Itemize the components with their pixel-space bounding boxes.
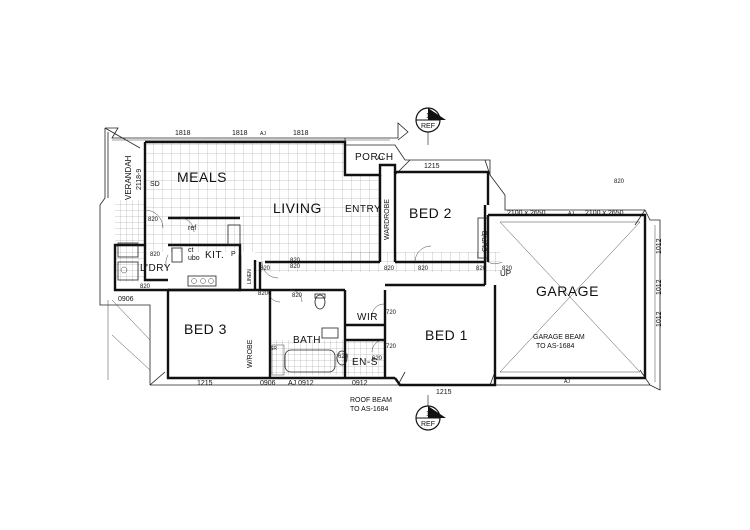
room-label-wrobe: W/ROBE — [247, 339, 254, 368]
label-sr: SR — [270, 346, 277, 352]
room-label-porch: PORCH — [355, 152, 394, 163]
door-label: 720 — [386, 344, 397, 350]
dim-garage-door-2: 2100 x 2650 — [585, 210, 624, 217]
room-label-kitchen: KIT. — [205, 250, 224, 261]
dimension-labels: 1818 1818 AJ 1818 1215 2100 x 2650 AJ 21… — [118, 130, 663, 396]
dim-top-3: 1818 — [293, 130, 309, 137]
verandah-dimension: 2118-9 — [136, 169, 143, 190]
dim-right-3: 1012 — [656, 238, 663, 254]
room-label-ensuite: EN-S — [352, 357, 378, 368]
tiled-floor — [115, 142, 500, 375]
misc-labels: SD ref ct ubo P UP AJ SR GARAGE BEAM TO … — [150, 156, 585, 413]
label-up: UP — [500, 269, 511, 278]
door-label: 820 — [476, 266, 487, 272]
door-size-labels: 820 820 820 820 820 820 820 820 820 820 … — [140, 179, 625, 362]
door-label: 720 — [386, 310, 397, 316]
verandah-lines — [107, 299, 151, 380]
room-label-bed1: BED 1 — [425, 327, 468, 343]
room-label-bed2: BED 2 — [409, 205, 452, 221]
room-label-wardrobe: WARDROBE — [384, 199, 391, 240]
dim-garage-aj: AJ — [568, 211, 574, 217]
interior-walls — [143, 172, 490, 378]
room-label-bath: BATH — [293, 335, 321, 346]
dim-bottom-3: AJ 0912 — [288, 380, 314, 387]
door-label: 820 — [290, 264, 301, 270]
dim-top-2: 1818 — [232, 130, 248, 137]
room-labels: MEALS LIVING ENTRY PORCH BED 2 BED 1 BED… — [124, 152, 599, 368]
section-top-ref: REF — [421, 123, 435, 130]
section-marker-top: 1 REF — [415, 107, 446, 145]
label-pantry: P — [231, 251, 236, 258]
door-label: 820 — [140, 284, 151, 290]
section-bottom-ref: REF — [421, 421, 435, 428]
room-label-linen: LINEN — [247, 269, 253, 284]
kitchen-fixtures — [117, 224, 241, 287]
label-garage-beam-spec: TO AS-1684 — [536, 343, 575, 350]
door-label: 820 — [384, 266, 395, 272]
door-label: 820 — [148, 217, 159, 223]
room-label-wir: WIR — [357, 312, 378, 323]
label-porch-aj: AJ — [377, 156, 383, 162]
section-marker-bottom: 1 REF — [415, 395, 446, 431]
garage-lines — [477, 217, 641, 373]
dim-top-aj: AJ — [260, 131, 266, 137]
dim-left-bottom: 0906 — [118, 296, 134, 303]
door-label: 820 — [418, 266, 429, 272]
room-label-living: LIVING — [273, 200, 322, 216]
room-label-verandah: VERANDAH — [124, 155, 133, 200]
label-ref: ref — [188, 225, 196, 232]
door-label: 820 — [290, 258, 301, 264]
dim-bottom-2: 0906 — [260, 380, 276, 387]
dim-garage-door-1: 2100 x 2650 — [507, 210, 546, 217]
room-label-laundry: L'DRY — [140, 263, 171, 274]
door-label: 820 — [502, 266, 513, 272]
bath-fixtures — [271, 293, 348, 376]
dim-bottom-1: 1215 — [197, 380, 213, 387]
door-label: 620 — [338, 354, 349, 360]
room-label-entry: ENTRY — [345, 204, 381, 215]
door-swings — [144, 209, 503, 353]
door-label: 820 — [292, 293, 303, 299]
door-label: 620 — [372, 356, 383, 362]
dim-right-2: 1012 — [656, 311, 663, 327]
door-label: 820 — [614, 179, 625, 185]
label-sd: SD — [150, 181, 160, 188]
room-label-garage: GARAGE — [536, 283, 599, 299]
dim-top-1: 1818 — [175, 130, 191, 137]
dim-bottom-5: 1215 — [436, 389, 452, 396]
dim-garage-bottom-aj: AJ — [564, 379, 570, 385]
dim-porch-width: 1215 — [424, 163, 440, 170]
label-roof-beam: ROOF BEAM — [350, 397, 392, 404]
section-bottom-number: 1 — [426, 411, 430, 418]
door-label: 820 — [150, 252, 161, 258]
dim-right-1: 1012 — [656, 279, 663, 295]
room-label-meals: MEALS — [177, 169, 227, 185]
door-label: 820 — [260, 266, 271, 272]
label-ubo: ubo — [188, 255, 200, 262]
room-label-cupb: CUP/B — [482, 230, 489, 252]
label-roof-beam-spec: TO AS-1684 — [350, 406, 389, 413]
label-ct: ct — [188, 247, 194, 254]
room-label-bed3: BED 3 — [184, 321, 227, 337]
label-garage-beam: GARAGE BEAM — [533, 334, 585, 341]
dim-bottom-4: 0912 — [352, 380, 368, 387]
section-top-number: 1 — [426, 113, 430, 120]
door-label: 820 — [258, 291, 269, 297]
